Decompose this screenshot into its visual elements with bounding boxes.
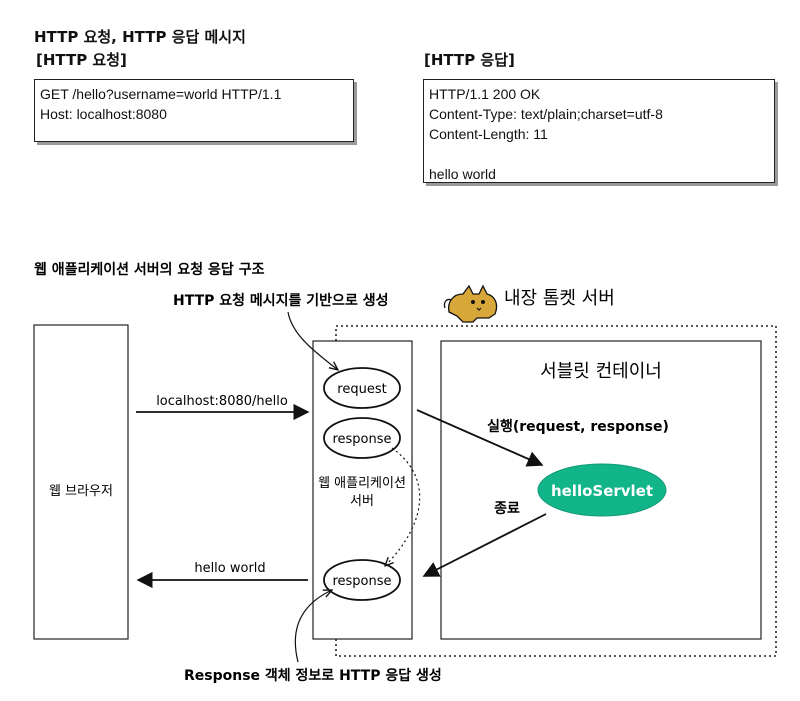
response-node-bottom (323, 559, 401, 601)
was-label: 웹 애플리케이션 (318, 476, 406, 491)
response-line: hello world (429, 166, 496, 182)
response-line: HTTP/1.1 200 OK (429, 86, 541, 102)
response-line: Content-Length: 11 (429, 126, 548, 142)
execute-arrow (416, 409, 544, 467)
page-title: HTTP 요청, HTTP 응답 메시지 (34, 28, 246, 46)
annotation-bottom-curve (294, 590, 332, 663)
response-node-top (323, 417, 401, 459)
request-node (323, 367, 401, 409)
http-response-box: HTTP/1.1 200 OK Content-Type: text/plain… (423, 79, 775, 183)
response-node-bottom-label: response (332, 574, 391, 589)
browser-label: 웹 브라우저 (49, 484, 113, 499)
annotation-top-curve (287, 311, 338, 370)
request-label: [HTTP 요청] (36, 51, 127, 69)
end-arrow (422, 513, 547, 577)
http-request-box: GET /hello?username=world HTTP/1.1 Host:… (34, 79, 354, 142)
annotation-top: HTTP 요청 메시지를 기반으로 생성 (173, 292, 388, 309)
response-line: Content-Type: text/plain;charset=utf-8 (429, 106, 663, 122)
was-label: 서버 (350, 494, 374, 509)
hello-servlet-label: helloServlet (551, 482, 653, 500)
response-label: [HTTP 응답] (424, 51, 515, 69)
request-node-label: request (337, 382, 386, 397)
diagram-title: 웹 애플리케이션 서버의 요청 응답 구조 (34, 261, 265, 278)
annotation-bottom: Response 객체 정보로 HTTP 응답 생성 (184, 667, 442, 684)
tomcat-label: 내장 톰켓 서버 (504, 288, 615, 309)
browser-box (33, 324, 129, 640)
servlet-container-label: 서블릿 컨테이너 (540, 361, 662, 382)
tomcat-icon (443, 284, 498, 323)
request-line: GET /hello?username=world HTTP/1.1 (40, 86, 282, 102)
execute-label: 실행(request, response) (487, 419, 669, 435)
response-node-top-label: response (332, 432, 391, 447)
url-label: localhost:8080/hello (156, 394, 288, 409)
request-line: Host: localhost:8080 (40, 106, 167, 122)
hello-world-label: hello world (194, 561, 265, 576)
response-flow-dotted (385, 447, 421, 566)
end-label: 종료 (494, 501, 520, 517)
hello-servlet-node (537, 463, 667, 517)
